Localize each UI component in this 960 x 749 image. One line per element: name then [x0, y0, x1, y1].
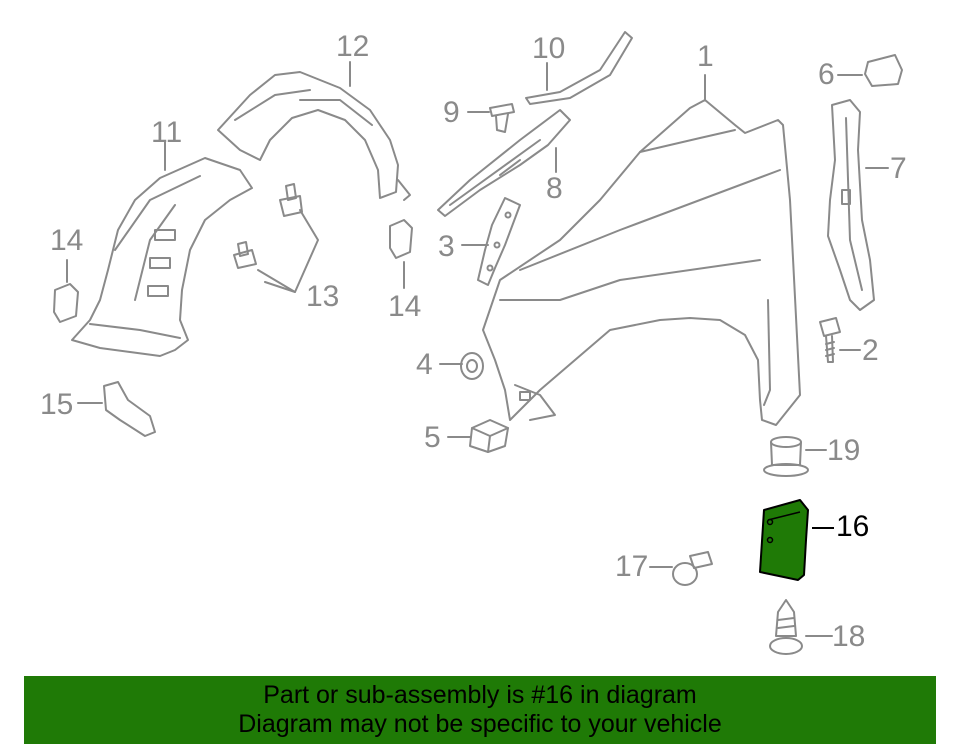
part-13-clips	[233, 183, 303, 269]
callout-10: 10	[532, 32, 566, 65]
callout-12: 12	[336, 30, 370, 63]
part-10-molding	[525, 31, 633, 105]
callout-6: 6	[818, 58, 835, 91]
callout-19: 19	[827, 434, 861, 467]
part-8-bracket	[437, 109, 571, 217]
part-14-grommet-left	[53, 283, 79, 323]
part-7-seal	[827, 99, 875, 311]
part-5-cover	[469, 419, 509, 453]
callout-7: 7	[890, 152, 907, 185]
part-17-clip	[672, 551, 713, 586]
callout-13: 13	[306, 280, 340, 313]
banner-line-1: Part or sub-assembly is #16 in diagram	[263, 681, 697, 709]
part-14-grommet-right	[389, 219, 413, 259]
part-15-bracket	[103, 381, 156, 437]
part-2-bolt	[819, 317, 841, 363]
part-11-liner	[71, 157, 253, 357]
callout-4: 4	[416, 348, 433, 381]
part-16-mudguard	[759, 499, 834, 581]
part-9-clip	[489, 103, 515, 133]
callout-14-right: 14	[388, 290, 422, 323]
info-banner: Part or sub-assembly is #16 in diagram D…	[24, 676, 936, 744]
callout-9: 9	[443, 96, 460, 129]
part-6-cap	[864, 54, 903, 87]
callout-16: 16	[836, 510, 870, 543]
callout-3: 3	[438, 230, 455, 263]
callout-8: 8	[546, 172, 563, 205]
callout-2: 2	[862, 334, 879, 367]
callout-11: 11	[151, 116, 183, 149]
part-1-fender	[482, 99, 801, 426]
callout-5: 5	[424, 421, 441, 454]
part-19-grommet	[763, 436, 809, 477]
part-18-screw	[769, 599, 803, 655]
callout-14-left: 14	[50, 224, 84, 257]
callout-18: 18	[832, 620, 866, 653]
part-4-nut	[460, 352, 484, 380]
callout-17: 17	[615, 550, 649, 583]
part-3-bracket	[477, 197, 521, 286]
leader-lines	[66, 61, 889, 637]
callout-15: 15	[40, 388, 74, 421]
banner-line-2: Diagram may not be specific to your vehi…	[238, 710, 722, 738]
callout-1: 1	[697, 40, 714, 73]
part-12-liner	[217, 71, 411, 201]
